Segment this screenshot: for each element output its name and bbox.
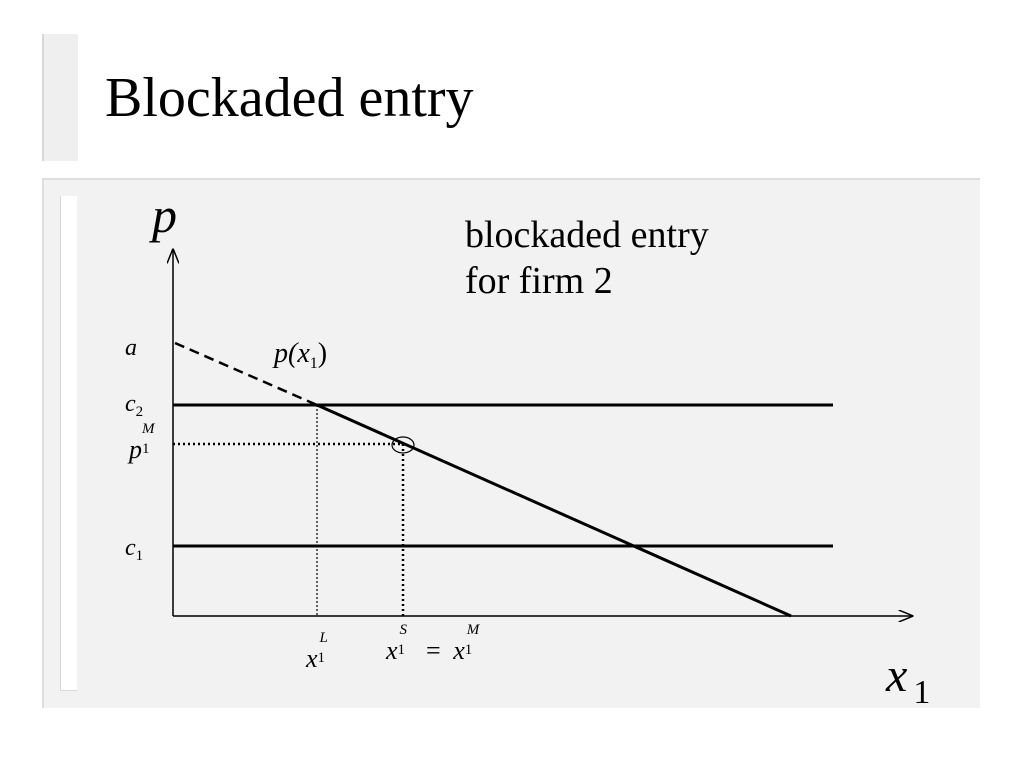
y-axis-label: p — [152, 187, 177, 243]
title-accent-bar — [42, 34, 78, 161]
demand-curve-label: p(x1) — [274, 338, 328, 372]
panel-accent-strip — [60, 196, 77, 691]
annotation-text: blockaded entry for firm 2 — [465, 212, 709, 304]
demand-solid-segment — [316, 403, 792, 618]
annotation-line-2: for firm 2 — [465, 260, 613, 302]
monopoly-point-marker — [391, 436, 415, 454]
slide-title: Blockaded entry — [105, 67, 474, 129]
label-c2: c2 — [125, 391, 144, 420]
label-c1: c1 — [125, 535, 144, 564]
demand-dashed-segment — [174, 341, 318, 407]
annotation-line-1: blockaded entry — [465, 214, 709, 256]
label-a: a — [125, 335, 137, 361]
